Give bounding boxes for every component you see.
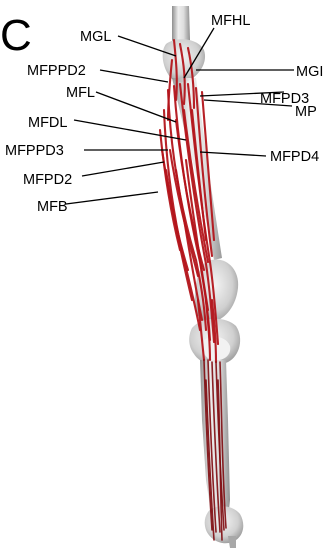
toe-stub [228, 536, 236, 548]
label-mfdl: MFDL [28, 115, 67, 131]
label-mfb: MFB [37, 199, 68, 215]
leader-line-mfl [96, 92, 176, 122]
label-mfppd2-top: MFPPD2 [27, 63, 86, 79]
label-mfl: MFL [66, 85, 95, 101]
label-mgl: MGL [80, 29, 111, 45]
panel-letter: C [0, 11, 32, 60]
leader-line-mfpd4 [200, 152, 266, 156]
label-mfpd4: MFPD4 [270, 149, 319, 165]
label-mfhl: MFHL [211, 13, 250, 29]
leader-line-mfpd2 [82, 162, 164, 176]
label-mgi: MGI [296, 64, 323, 80]
label-mp: MP [295, 104, 317, 120]
leader-line-mfppd2-top [100, 70, 168, 82]
leader-line-mfb [66, 192, 158, 204]
label-mfppd3: MFPPD3 [5, 143, 64, 159]
label-mfpd2: MFPD2 [23, 172, 72, 188]
